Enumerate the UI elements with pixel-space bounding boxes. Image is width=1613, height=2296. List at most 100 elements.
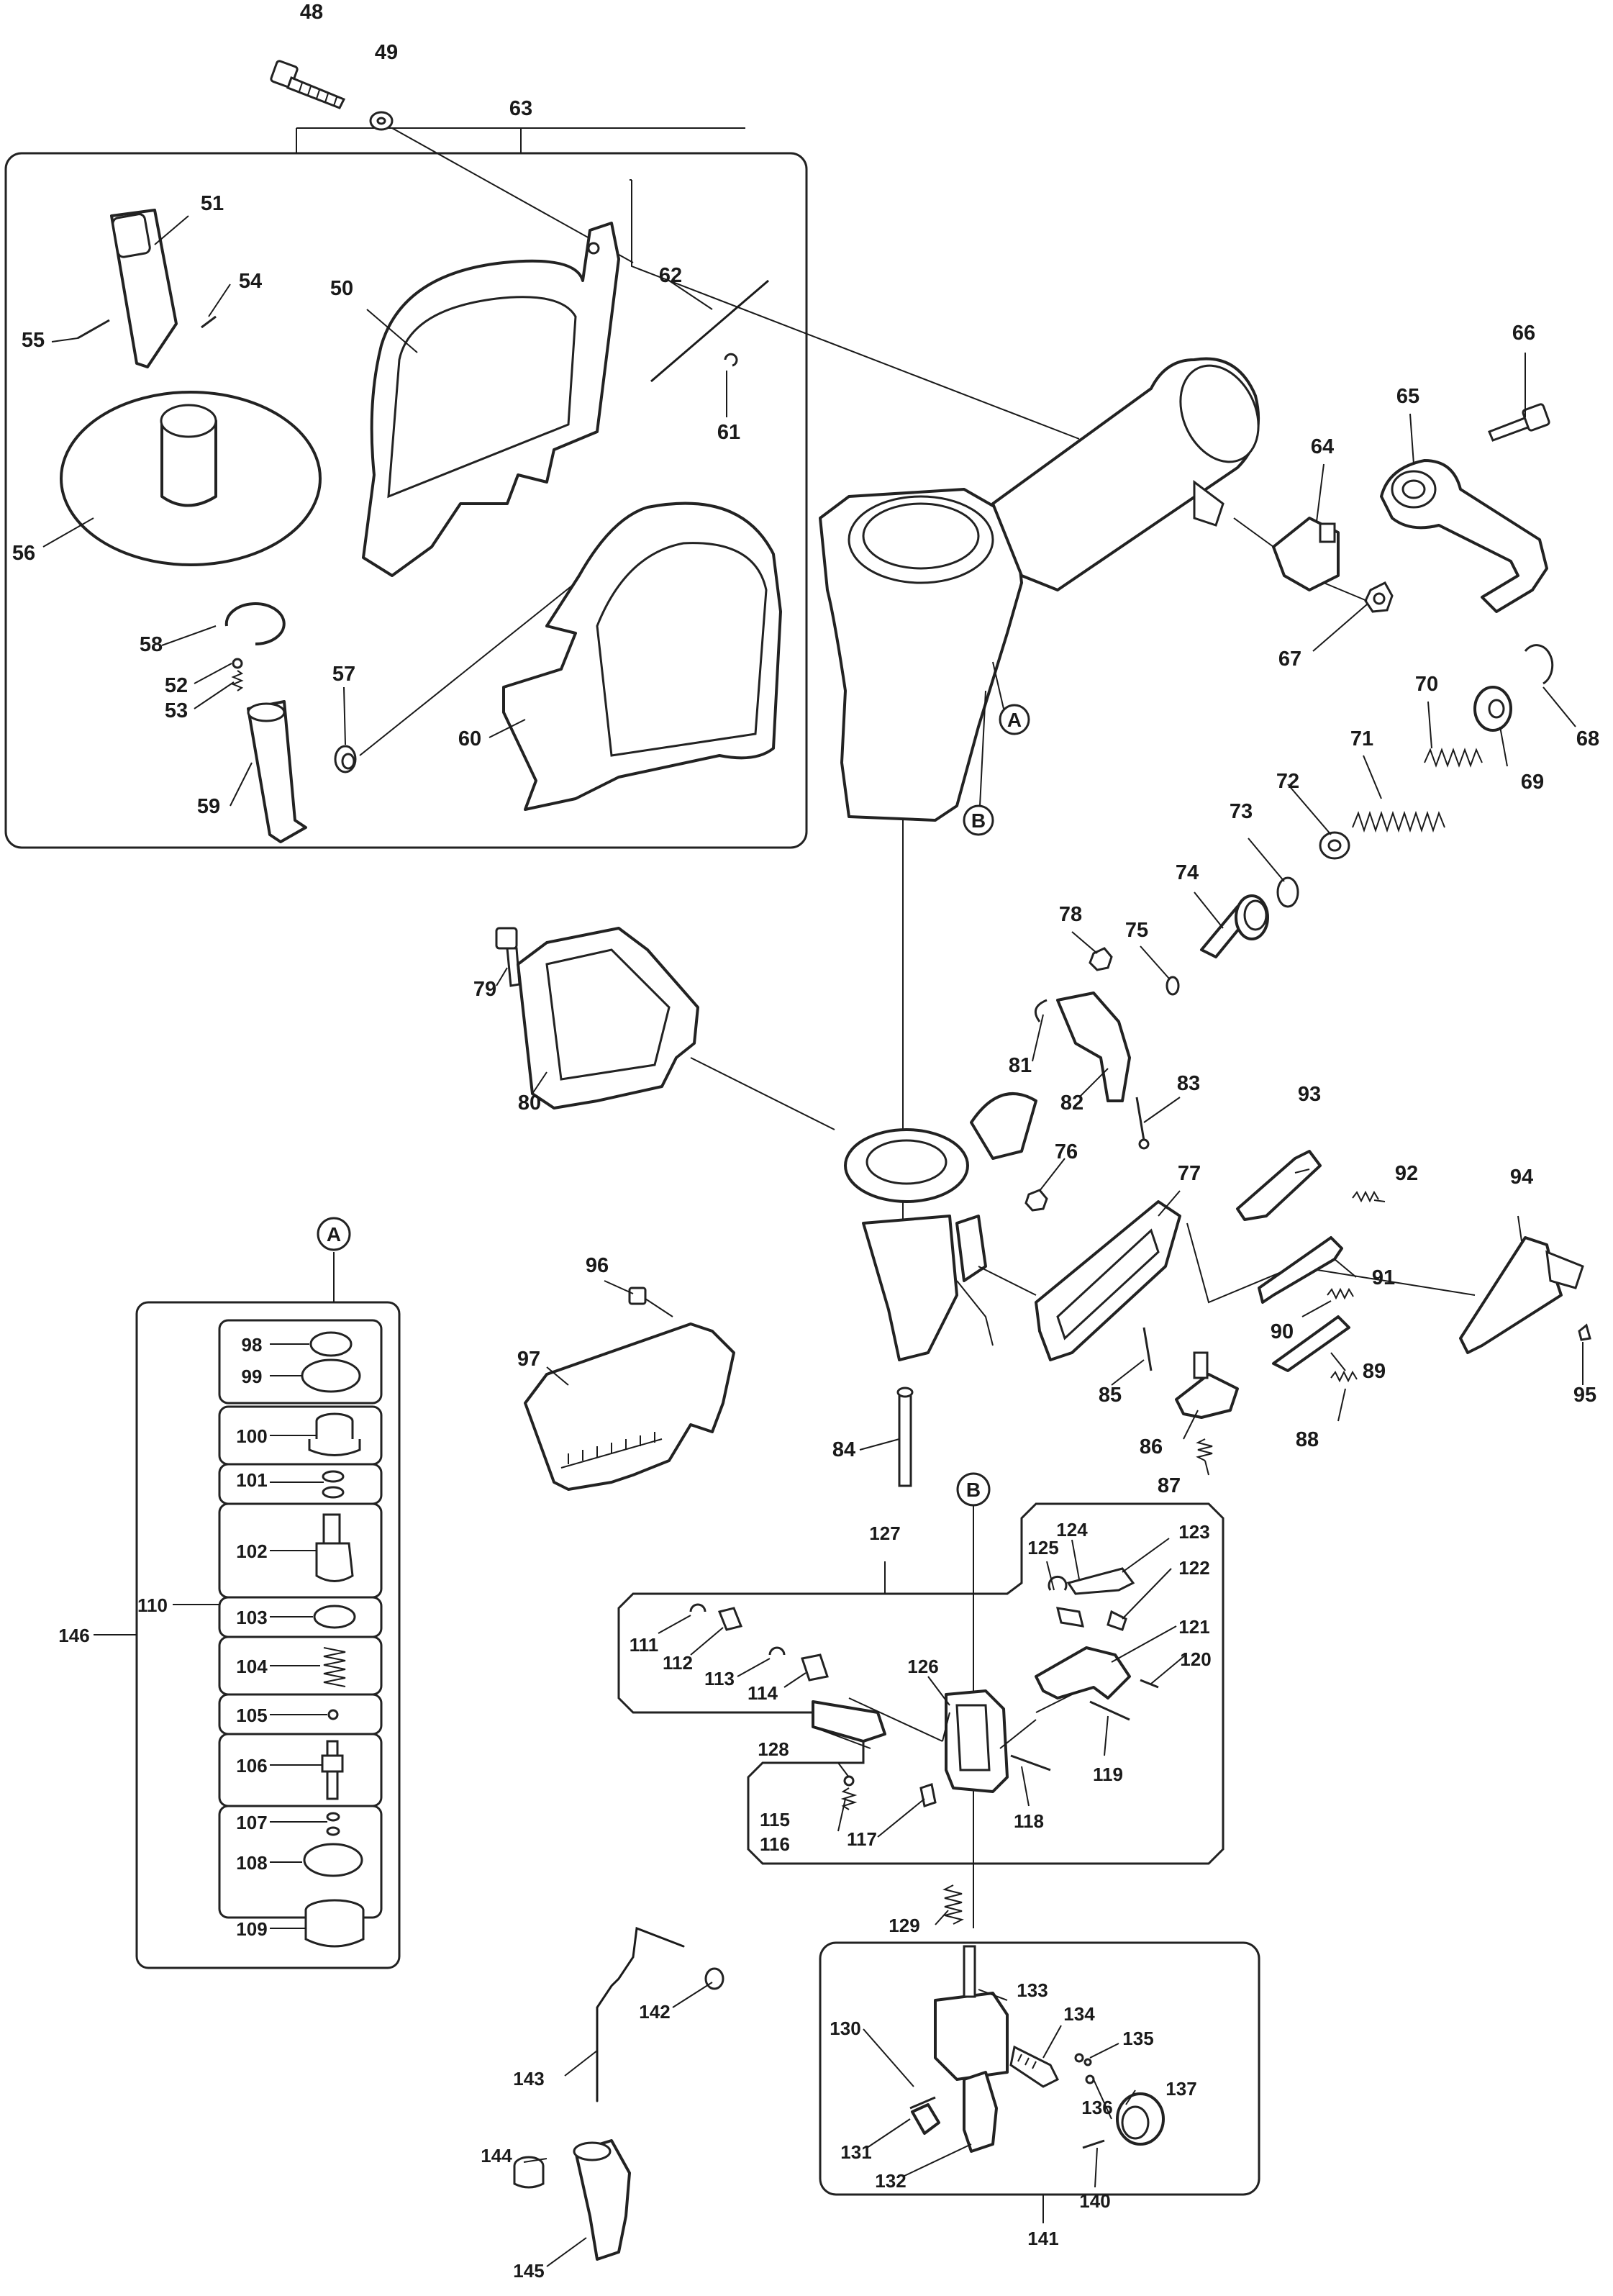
label-94: 94 [1510,1166,1533,1189]
label-55: 55 [22,329,45,352]
label-81: 81 [1009,1054,1032,1077]
label-131: 131 [840,2141,871,2163]
rail-77 [1035,1200,1181,1361]
label-146: 146 [58,1625,89,1646]
label-54: 54 [239,270,262,293]
label-122: 122 [1178,1557,1209,1579]
part-64 [1272,517,1340,591]
main-body-housing [819,357,1260,822]
label-78: 78 [1059,903,1082,926]
part-94 [1459,1236,1584,1354]
cover-60 [502,502,782,811]
label-51: 51 [201,192,224,215]
part-134 [1009,2045,1060,2088]
bolt-48 [270,60,346,109]
label-64: 64 [1311,435,1334,458]
label-66: 66 [1512,322,1535,345]
label-96: 96 [586,1254,609,1277]
label-67: 67 [1278,648,1301,671]
label-128: 128 [758,1738,789,1760]
label-123: 123 [1178,1521,1209,1543]
label-76: 76 [1055,1140,1078,1163]
label-114: 114 [748,1682,778,1704]
leader-lines [42,215,1584,2267]
label-110: 110 [137,1594,168,1616]
part-51 [110,209,178,368]
part-121 [1035,1646,1131,1700]
label-130: 130 [830,2018,860,2039]
label-70: 70 [1415,673,1438,696]
label-68: 68 [1576,727,1599,750]
label-129: 129 [889,1915,919,1936]
part-86 [1175,1351,1239,1419]
label-71: 71 [1350,727,1373,750]
part-labels: 48 49 50 51 52 53 54 55 56 57 58 59 60 6… [12,1,1599,2282]
label-59: 59 [197,795,220,818]
label-86: 86 [1140,1435,1163,1458]
label-116: 116 [760,1833,790,1855]
magazine-50 [362,222,620,577]
label-104: 104 [236,1656,268,1677]
label-61: 61 [717,421,740,444]
label-52: 52 [165,674,188,697]
label-143: 143 [513,2068,544,2089]
label-107: 107 [236,1812,267,1833]
callout-B-top-label: B [971,809,986,832]
label-134: 134 [1063,2003,1095,2025]
label-63: 63 [509,97,532,120]
label-136: 136 [1081,2097,1112,2118]
label-120: 120 [1180,1648,1211,1670]
group-box-110 [94,1252,401,1969]
callout-A-left-label: A [327,1223,341,1245]
group-box-141 [819,1941,1260,2223]
label-119: 119 [1093,1764,1123,1785]
label-118: 118 [1014,1810,1044,1832]
block-126 [945,1689,1009,1793]
guard-97 [524,1322,735,1491]
label-93: 93 [1298,1083,1321,1106]
washer-69 [1473,686,1512,732]
label-141: 141 [1027,2228,1058,2249]
label-50: 50 [330,277,353,300]
screw-96 [628,1287,673,1317]
rod-143 [596,1926,685,2102]
part-106 [321,1740,344,1800]
label-60: 60 [458,727,481,750]
label-105: 105 [236,1705,267,1726]
label-140: 140 [1079,2190,1110,2212]
label-127: 127 [869,1523,900,1544]
label-53: 53 [165,699,188,722]
part-132 [963,2071,998,2153]
label-109: 109 [236,1918,267,1940]
label-126: 126 [907,1656,938,1677]
label-112: 112 [663,1652,693,1674]
callout-A-left: A [317,1217,351,1251]
part-102 [315,1513,354,1582]
block-133 [934,1945,1009,2081]
label-62: 62 [659,264,682,287]
label-88: 88 [1296,1428,1319,1451]
label-65: 65 [1396,385,1419,408]
label-92: 92 [1395,1162,1418,1185]
label-99: 99 [242,1366,263,1387]
label-125: 125 [1027,1537,1058,1558]
label-124: 124 [1056,1519,1088,1541]
label-75: 75 [1125,919,1148,942]
cover-80 [517,927,699,1110]
label-72: 72 [1276,770,1299,793]
label-117: 117 [847,1828,877,1850]
label-69: 69 [1521,771,1544,794]
label-83: 83 [1177,1072,1200,1095]
lever-65 [1380,459,1548,613]
disc-56 [60,391,322,566]
label-97: 97 [517,1348,540,1371]
label-58: 58 [140,633,163,656]
callout-B-top: B [963,690,994,836]
spring-57 [334,745,357,773]
label-91: 91 [1372,1266,1395,1289]
label-77: 77 [1178,1162,1201,1185]
label-74: 74 [1176,861,1199,884]
driver-84 [896,1387,914,1487]
part-109 [304,1899,365,1948]
